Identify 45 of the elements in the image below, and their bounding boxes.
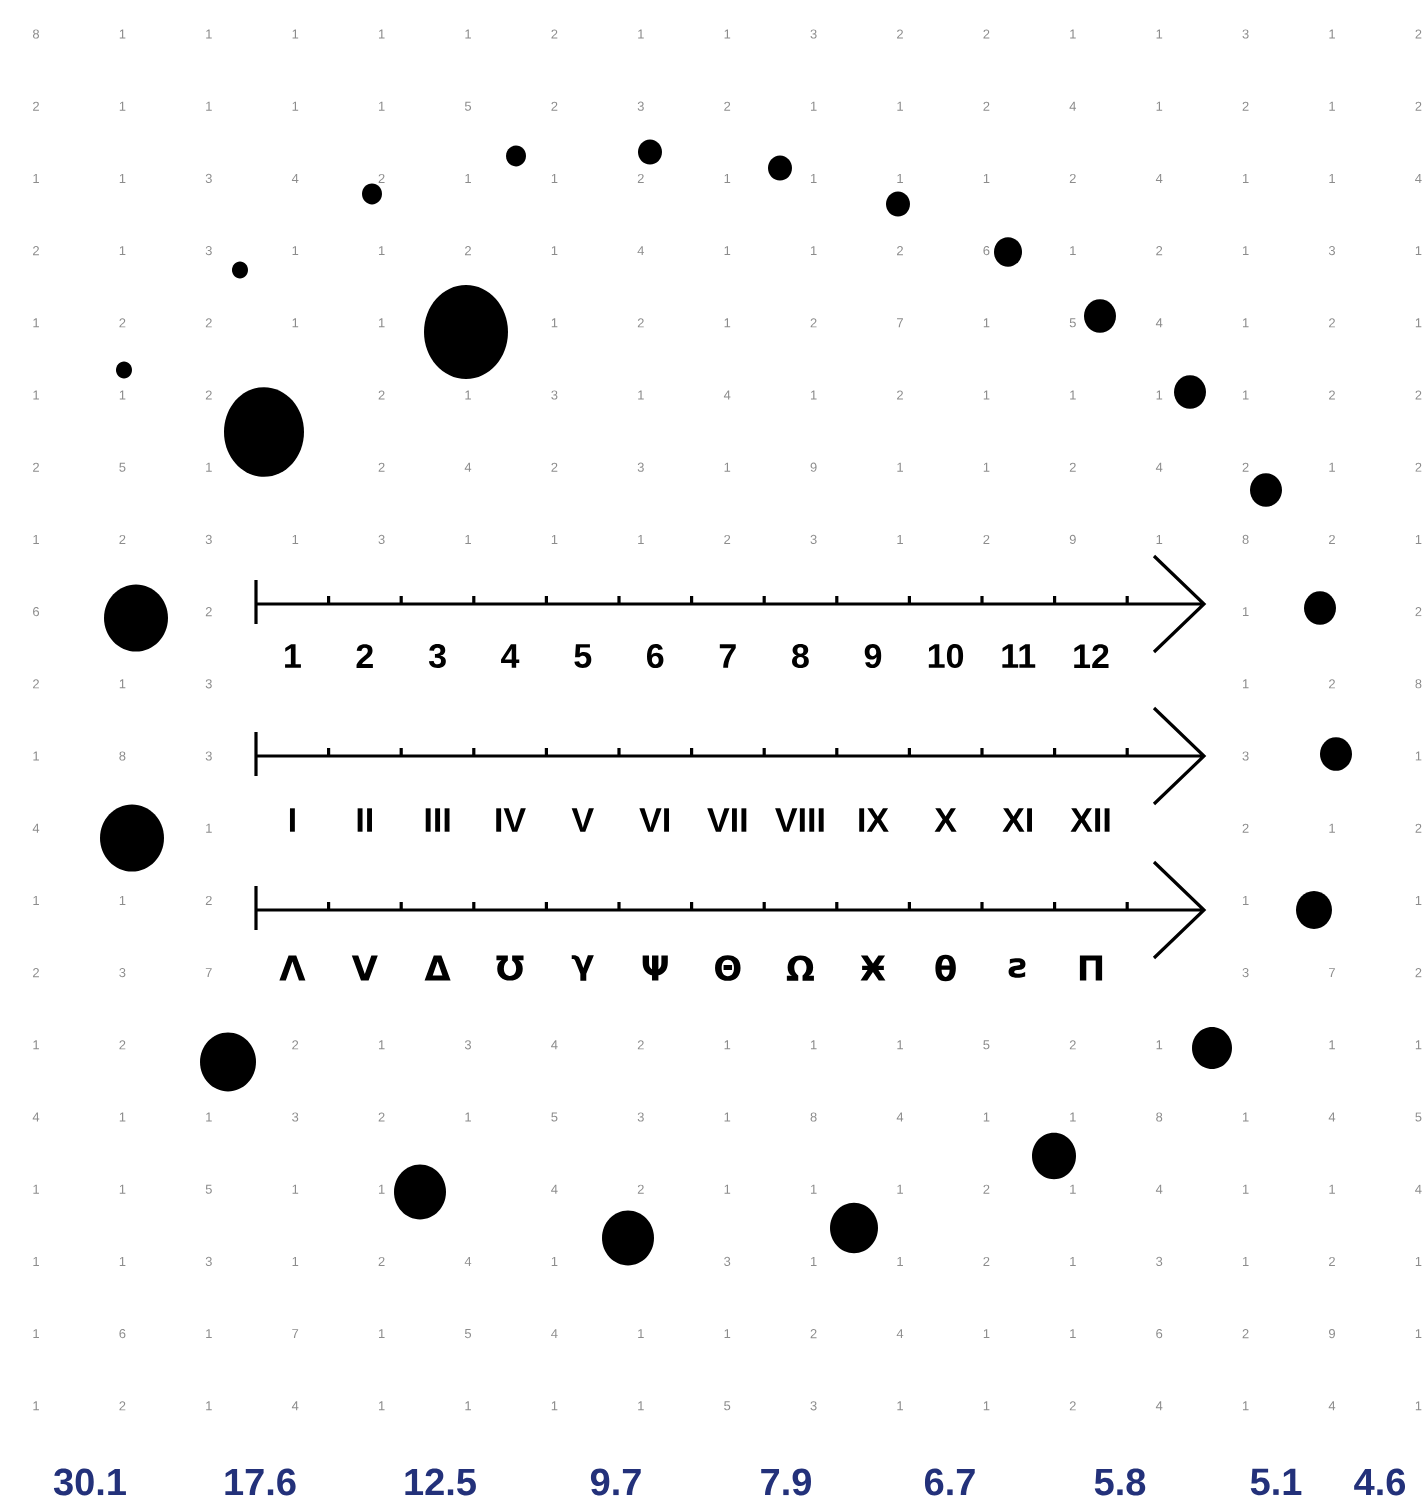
tick-label: Δ (424, 955, 451, 981)
scale-value: 5.8 (1094, 1468, 1146, 1496)
tick-label: Ψ (642, 955, 668, 981)
tick-label: 6 (647, 643, 664, 669)
tick-label: VIII (775, 808, 824, 832)
tick-label: 5 (574, 644, 592, 668)
tick-label: Ӿ (860, 955, 886, 981)
tick-label: θ (935, 954, 956, 982)
tick-label: IX (859, 808, 889, 832)
tick-label: IV (496, 808, 526, 832)
tick-label: 4 (501, 644, 520, 668)
tick-label: XII (1070, 808, 1110, 832)
tick-label: γ (571, 955, 594, 981)
tick-label: 10 (928, 643, 964, 669)
scale-value: 9.7 (590, 1468, 641, 1496)
tick-label: ƨ (1008, 958, 1026, 978)
tick-label: Ω (786, 955, 814, 981)
scale-value: 7.9 (761, 1468, 811, 1496)
tick-label: 12 (1074, 644, 1109, 668)
tick-label: XI (1002, 808, 1032, 832)
tick-label: III (425, 808, 450, 832)
tick-label: X (934, 808, 957, 832)
tick-label: Π (1079, 955, 1103, 981)
scale-value: 17.6 (225, 1468, 296, 1496)
scale-value: 6.7 (924, 1468, 975, 1496)
tick-label: 11 (1002, 644, 1036, 668)
tick-label: Λ (279, 955, 306, 981)
tick-label: 9 (864, 643, 882, 669)
tick-label: II (357, 808, 372, 832)
tick-label: Ʊ (496, 955, 524, 981)
scale-value: 5.1 (1250, 1468, 1302, 1496)
tick-label: Θ (715, 955, 741, 981)
scale-value: 30.1 (53, 1468, 126, 1496)
tick-label: 2 (356, 644, 373, 668)
scale-value: 12.5 (405, 1468, 476, 1496)
tick-label: 7 (719, 644, 736, 668)
tick-label: 3 (428, 643, 446, 669)
tick-label: V (351, 955, 378, 981)
tick-label: V (571, 808, 594, 832)
tick-label: VI (639, 808, 669, 832)
tick-label: VII (707, 808, 747, 832)
scale-value: 4.6 (1354, 1468, 1406, 1496)
tick-label: 1 (285, 644, 301, 668)
tick-label: I (289, 808, 295, 832)
tick-label: 8 (792, 643, 809, 669)
